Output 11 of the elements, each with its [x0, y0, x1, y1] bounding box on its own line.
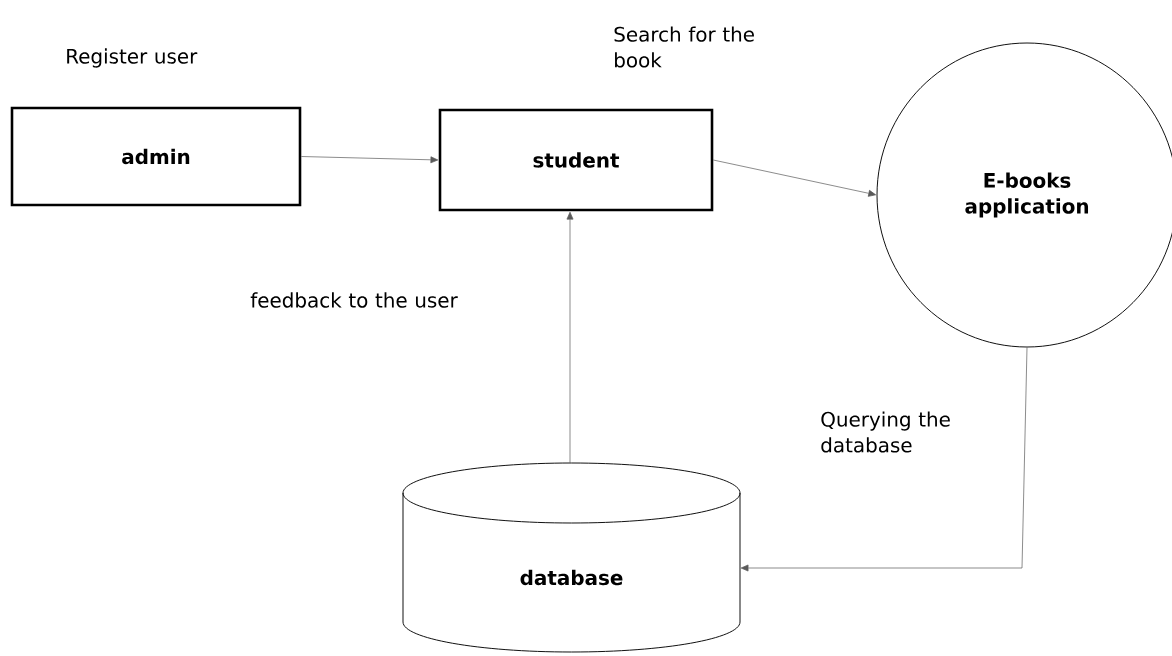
label: Querying the database — [821, 411, 950, 453]
arrow — [300, 156, 439, 164]
arrow — [566, 211, 574, 464]
process-box: student — [438, 108, 714, 212]
arrow — [712, 159, 876, 197]
database-cylinder: database — [402, 462, 741, 653]
process-box: admin — [10, 106, 302, 207]
label: Search for the book — [614, 26, 754, 68]
arrow — [740, 347, 1028, 572]
label: Register user — [67, 48, 198, 68]
label: feedback to the user — [250, 292, 458, 308]
